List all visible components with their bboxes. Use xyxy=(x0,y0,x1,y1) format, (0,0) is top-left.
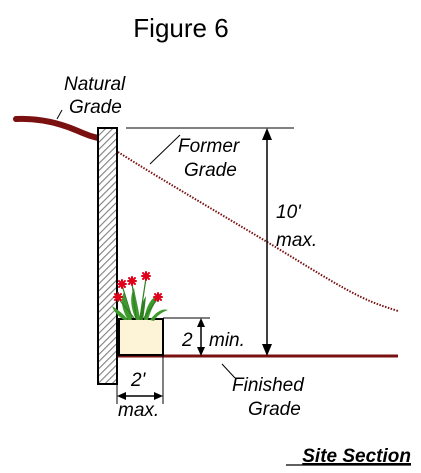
wall-height-note: max. xyxy=(276,230,317,251)
natural-grade-leader xyxy=(56,109,63,120)
former-grade-label: Grade xyxy=(184,160,237,181)
plant-icon xyxy=(112,277,168,321)
planter-height-value: 2 xyxy=(181,330,193,351)
setback-dimension xyxy=(116,356,164,404)
planter-height-note: min. xyxy=(209,330,245,351)
figure-caption: Site Section xyxy=(302,446,411,467)
finished-grade-label: Grade xyxy=(248,399,301,420)
former-grade-line xyxy=(117,151,399,312)
planter-box xyxy=(118,318,164,356)
natural-grade-line xyxy=(13,115,101,141)
finished-grade-leader xyxy=(221,363,236,379)
former-grade-leader xyxy=(149,134,181,165)
former-grade-label: Former xyxy=(178,136,240,157)
planter-height-dimension xyxy=(163,317,210,356)
wall-height-dimension xyxy=(262,128,272,356)
natural-grade-label: Natural xyxy=(64,74,126,95)
flower-icon xyxy=(113,271,163,302)
setback-note: max. xyxy=(118,400,159,421)
natural-grade-label: Grade xyxy=(69,97,122,118)
finished-grade-label: Finished xyxy=(232,375,305,396)
retaining-wall xyxy=(97,127,118,385)
setback-value: 2' xyxy=(130,370,147,391)
figure-title: Figure 6 xyxy=(133,13,228,43)
wall-height-value: 10' xyxy=(276,202,302,223)
